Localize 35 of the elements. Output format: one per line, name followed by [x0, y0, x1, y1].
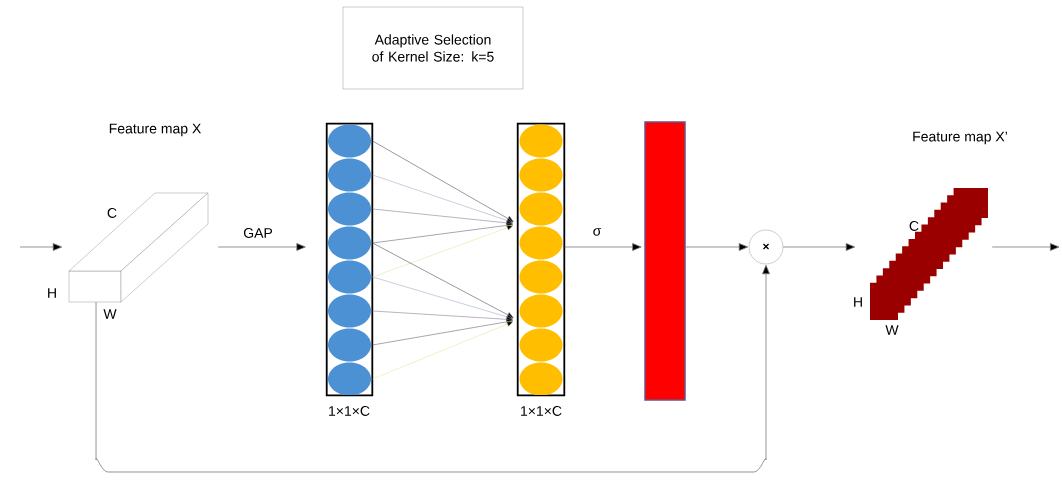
dimension-label: W	[885, 325, 899, 335]
attention-bar	[644, 121, 686, 401]
arrow	[19, 243, 63, 251]
arrow	[217, 243, 306, 251]
dimension-label: H	[48, 288, 56, 298]
arrow	[372, 140, 514, 222]
arrow	[372, 321, 514, 380]
arrow	[372, 222, 513, 244]
arrow	[372, 310, 513, 323]
vector-column	[325, 122, 374, 397]
arrow	[372, 242, 514, 319]
vector-size-label: 1×1×C	[521, 406, 562, 416]
cuboid-drawing	[870, 188, 988, 320]
vector-column	[516, 122, 566, 397]
dimension-label: H	[854, 297, 862, 307]
dimension-label: C	[107, 208, 117, 218]
feature-map-title: Feature map X	[109, 123, 201, 137]
text-box: Adaptive Selection of Kernel Size: k=5	[342, 6, 524, 90]
arrow	[95, 264, 770, 473]
feature-map-title: Feature map X’	[913, 131, 1007, 145]
arrow	[372, 318, 513, 346]
arrow	[564, 243, 642, 251]
arrow	[685, 243, 749, 251]
edge-label: GAP	[242, 227, 274, 239]
vector-size-label: 1×1×C	[329, 406, 370, 416]
edge-label: σ	[591, 227, 603, 237]
dimension-label: W	[103, 309, 117, 319]
arrow	[782, 243, 856, 251]
dimension-label: C	[909, 221, 919, 231]
arrow	[991, 243, 1060, 251]
arrow	[372, 224, 514, 278]
arrow	[372, 276, 514, 320]
arrow	[372, 208, 513, 226]
arrow	[372, 174, 514, 224]
cuboid-drawing	[68, 192, 209, 303]
